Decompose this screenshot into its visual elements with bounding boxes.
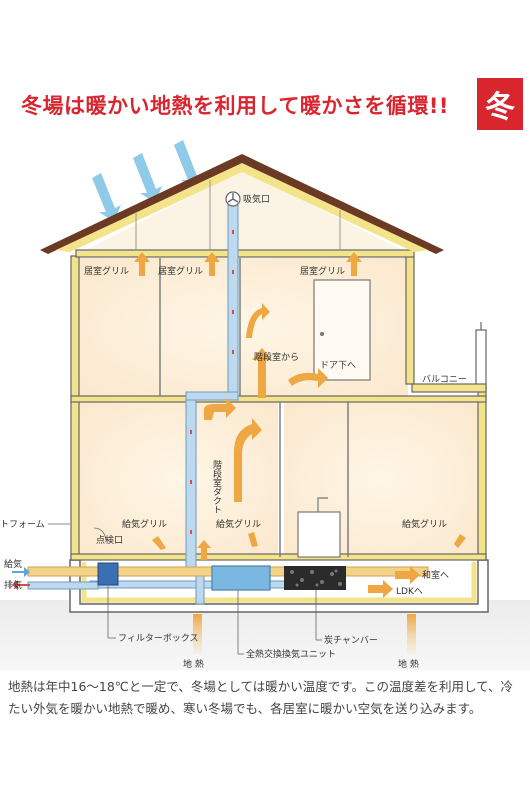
erv-unit	[211, 565, 271, 591]
foundation-insulation	[81, 562, 477, 603]
caption: 地熱は年中16～18℃と一定で、冬場としては暖かい温度です。この温度差を利用して…	[8, 679, 513, 716]
geothermal-arrows	[193, 614, 416, 654]
intake-fan-icon	[225, 191, 241, 207]
label-supply-grille-1: 給気グリル	[122, 518, 167, 530]
leader-lines	[48, 523, 322, 655]
kitchen-sink	[297, 497, 341, 558]
duct-flow-marks	[190, 230, 234, 534]
attic-rafters	[135, 180, 341, 250]
door	[313, 279, 371, 381]
label-inspection-port: 点検口	[96, 534, 123, 546]
label-geothermal-2: 地 熱	[398, 658, 419, 670]
label-supply-air: 給気	[4, 558, 22, 570]
charcoal-chamber	[284, 566, 346, 590]
outdoor-air-arrows	[12, 567, 30, 590]
walls	[70, 249, 487, 561]
label-room-grille-3: 居室グリル	[300, 265, 345, 277]
season-badge: 冬	[477, 78, 523, 130]
label-to-japanese-room: 和室へ	[422, 569, 449, 581]
label-charcoal-chamber: 炭チャンバー	[324, 635, 378, 646]
label-room-grille-1: 居室グリル	[84, 265, 129, 277]
label-erv-unit: 全熱交換換気ユニット	[246, 648, 336, 660]
label-geothermal-1: 地 熱	[183, 658, 204, 670]
label-supply-grille-2: 給気グリル	[216, 518, 261, 530]
label-stairwell-duct: 階段室ダクト	[211, 460, 222, 514]
label-from-stairwell: 階段室から	[254, 351, 299, 363]
label-supply-grille-3: 給気グリル	[402, 518, 447, 530]
headline: 冬場は暖かい地熱を利用して暖かさを循環!!	[20, 94, 450, 118]
label-foam: トフォーム	[0, 519, 45, 530]
label-to-ldk: LDKへ	[396, 587, 423, 597]
label-balcony: バルコニー	[422, 374, 467, 385]
house-diagram: 吸気口	[0, 140, 530, 670]
diagram-labels: 居室グリル 居室グリル 居室グリル 階段室から ドア下へ バルコニー 給気グリル…	[0, 265, 467, 670]
label-under-door: ドア下へ	[320, 361, 356, 371]
label-filter-box: フィルターボックス	[118, 633, 199, 644]
house-body	[76, 170, 480, 557]
label-exhaust-air: 排気	[4, 579, 22, 591]
label-room-grille-2: 居室グリル	[158, 265, 203, 277]
label-intake-vent: 吸気口	[243, 193, 270, 205]
warm-air-arrows	[134, 252, 466, 598]
filter-box	[97, 562, 119, 586]
balcony	[411, 322, 487, 393]
